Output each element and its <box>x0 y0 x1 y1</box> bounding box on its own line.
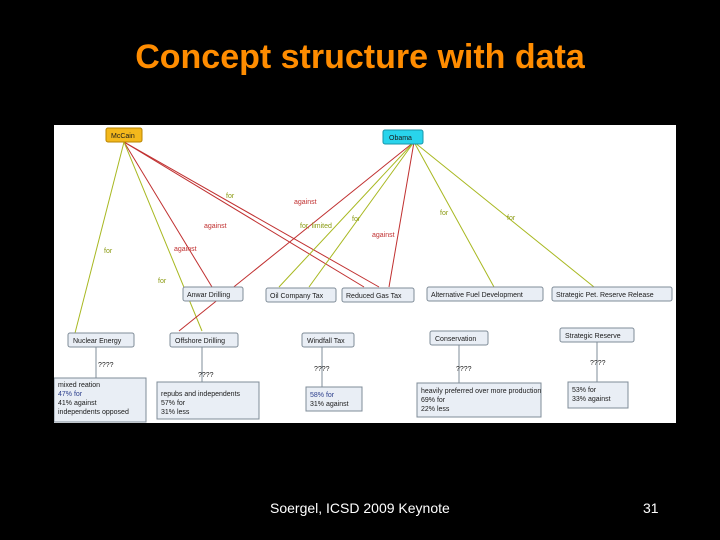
note-connectors <box>95 342 598 387</box>
label-obama-for-3: for <box>507 215 516 222</box>
note-nuclear: mixed reation 47% for 41% against indepe… <box>54 377 147 423</box>
footer-credit: Soergel, ICSD 2009 Keynote <box>270 500 450 516</box>
edge-labels: for against against for for against for … <box>104 193 516 285</box>
edge-mccain-nuclear <box>73 141 125 338</box>
note-reserve-line: 33% against <box>572 396 611 403</box>
edge-obama-spr <box>413 141 595 288</box>
note-conservation-line: 69% for <box>421 397 446 404</box>
node-windfall-tax-label: Windfall Tax <box>307 338 345 345</box>
unknown-marker-reserve: ???? <box>590 360 606 367</box>
note-conservation-line: heavily preferred over more production <box>421 388 541 395</box>
mccain-edges <box>73 141 380 338</box>
node-alternative-fuel-label: Alternative Fuel Development <box>431 292 523 299</box>
note-windfall-line: 58% for <box>310 392 335 399</box>
note-windfall: 58% for 31% against <box>305 386 363 412</box>
note-nuclear-line: 47% for <box>58 391 83 398</box>
label-obama-against-1: against <box>294 199 317 206</box>
node-reduced-gas-tax: Reduced Gas Tax <box>341 287 415 303</box>
page-number: 31 <box>643 500 659 516</box>
node-strategic-pet-reserve-release: Strategic Pet. Reserve Release <box>551 286 673 302</box>
node-conservation: Conservation <box>429 330 489 346</box>
node-obama-label: Obama <box>389 135 412 142</box>
node-obama: Obama <box>382 129 424 145</box>
node-anwar-drilling-label: Anwar Drilling <box>187 292 230 299</box>
note-offshore: repubs and independents 57% for 31% less <box>156 381 260 420</box>
note-reserve: 53% for 33% against <box>567 381 629 409</box>
node-oil-company-tax: Oil Company Tax <box>265 287 337 303</box>
node-mccain-label: McCain <box>111 133 135 140</box>
node-offshore-drilling-label: Offshore Drilling <box>175 338 225 345</box>
node-offshore-drilling: Offshore Drilling <box>169 332 239 348</box>
node-anwar-drilling: Anwar Drilling <box>182 286 244 302</box>
concept-map-canvas: for against against for for against for … <box>54 127 673 423</box>
note-windfall-line: 31% against <box>310 401 349 408</box>
note-conservation: heavily preferred over more production 6… <box>416 382 542 418</box>
node-nuclear-energy: Nuclear Energy <box>67 332 135 348</box>
label-obama-against-2: against <box>372 232 395 239</box>
note-nuclear-line: 41% against <box>58 400 97 407</box>
node-alternative-fuel: Alternative Fuel Development <box>426 286 544 302</box>
edge-mccain-oiltax <box>123 141 365 288</box>
node-conservation-label: Conservation <box>435 336 476 343</box>
node-strategic-reserve: Strategic Reserve <box>559 327 635 343</box>
unknown-marker-offshore: ???? <box>198 372 214 379</box>
edge-obama-windfall <box>308 141 415 288</box>
node-windfall-tax: Windfall Tax <box>301 332 355 348</box>
unknown-marker-conservation: ???? <box>456 366 472 373</box>
unknown-marker-nuclear: ???? <box>98 362 114 369</box>
edge-obama-gastax <box>388 141 415 288</box>
note-nuclear-line: independents opposed <box>58 409 129 416</box>
label-obama-for-limited: for, limited <box>300 223 332 230</box>
node-reduced-gas-tax-label: Reduced Gas Tax <box>346 293 402 300</box>
edge-obama-altfuel <box>413 141 495 288</box>
label-mccain-against-1: against <box>204 223 227 230</box>
node-nuclear-energy-label: Nuclear Energy <box>73 338 122 345</box>
slide-title: Concept structure with data <box>135 38 585 76</box>
label-obama-for-1: for <box>352 216 361 223</box>
label-mccain-for-1: for <box>226 193 235 200</box>
edge-mccain-anwar <box>123 141 213 288</box>
label-mccain-for-2: for <box>104 248 113 255</box>
unknown-markers: ???? ???? ???? ???? ???? <box>98 360 606 379</box>
node-strategic-pet-reserve-release-label: Strategic Pet. Reserve Release <box>556 292 654 299</box>
note-offshore-line: 31% less <box>161 409 190 416</box>
label-mccain-for-3: for <box>158 278 167 285</box>
edge-mccain-offshore <box>123 141 203 332</box>
edge-obama-oiltax <box>278 141 415 288</box>
note-nuclear-line: mixed reation <box>58 382 100 389</box>
note-reserve-line: 53% for <box>572 387 597 394</box>
note-conservation-line: 22% less <box>421 406 450 413</box>
note-offshore-line: repubs and independents <box>161 391 241 398</box>
node-oil-company-tax-label: Oil Company Tax <box>270 293 324 300</box>
concept-map: for against against for for against for … <box>54 125 676 423</box>
edge-mccain-gastax <box>123 141 380 288</box>
node-strategic-reserve-label: Strategic Reserve <box>565 333 621 340</box>
note-offshore-line: 57% for <box>161 400 186 407</box>
label-mccain-against-2: against <box>174 246 197 253</box>
label-obama-for-2: for <box>440 210 449 217</box>
unknown-marker-windfall: ???? <box>314 366 330 373</box>
node-mccain: McCain <box>105 127 143 143</box>
